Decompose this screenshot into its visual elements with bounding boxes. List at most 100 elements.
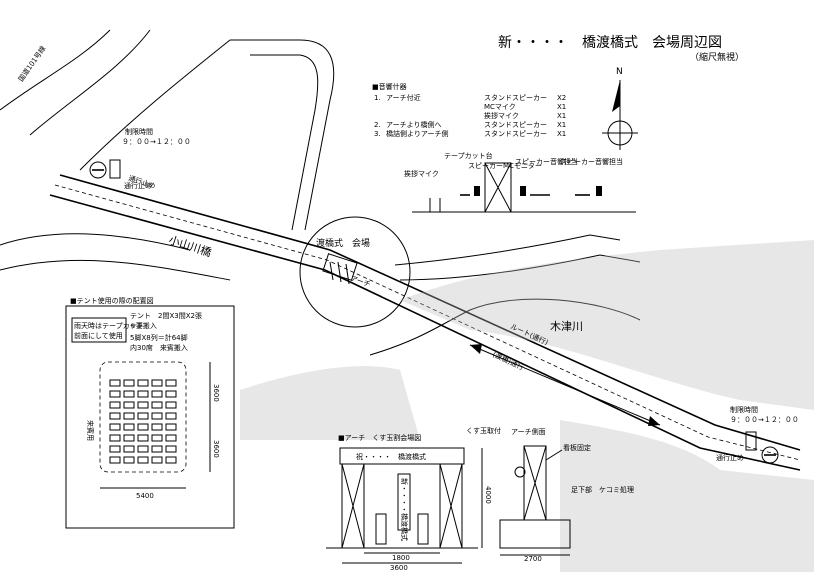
chair-icon <box>165 379 177 387</box>
no-entry-icon <box>761 446 779 464</box>
kanban-label: 看板固定 <box>563 443 591 452</box>
tent-spec-1: テント 2間X3間X2張 <box>130 312 202 320</box>
arch-dim-total: 3600 <box>390 564 408 572</box>
arch-dim-side: 2700 <box>524 555 542 563</box>
arch-banner: 祝・・・・ 橋渡橋式 <box>356 452 426 461</box>
equipment-qty: X2 <box>557 94 566 102</box>
arch-heading: ■アーチ くす玉割会場図 <box>338 433 421 442</box>
arch-side-heading: アーチ側面 <box>511 427 546 436</box>
venue-label: 渡橋式 会場 <box>316 237 370 249</box>
tent-note-1: 雨天時はテープカット <box>74 322 144 330</box>
equipment-qty: X1 <box>557 130 566 138</box>
equipment-item: スタンドスピーカー <box>484 93 547 102</box>
speaker-icon <box>474 186 480 196</box>
chair-icon <box>137 390 149 398</box>
equipment-item: 挨拶マイク <box>484 111 519 120</box>
chair-icon <box>137 434 149 442</box>
mini-label-mic: 挨拶マイク <box>404 169 439 178</box>
chair-icon <box>151 401 163 409</box>
mini-label-tape: テープカット台 <box>444 151 493 160</box>
chair-icon <box>137 401 149 409</box>
tent-layout: ■テント使用の際の配置図 テント 2間X3間X2張 ※要搬入 5脚X8列＝計64… <box>65 296 235 529</box>
chair-icon <box>137 423 149 431</box>
chair-icon <box>165 423 177 431</box>
chair-icon <box>165 401 177 409</box>
kusudama-label: くす玉取付 <box>466 426 501 435</box>
tent-area <box>99 361 187 473</box>
traffic-left: 制限時間 ９：００→１２：００ 通行止め <box>89 127 191 190</box>
chair-icon <box>165 412 177 420</box>
chair-icon <box>165 434 177 442</box>
foot-label: 足下部 ケコミ処理 <box>571 485 634 494</box>
chair-icon <box>109 445 121 453</box>
chair-icon <box>165 445 177 453</box>
north-arrow-icon: N <box>602 67 638 150</box>
equipment-name: アーチ付近 <box>386 93 421 102</box>
tent-note-2: 前面にして使用 <box>74 331 123 340</box>
traffic-right-time: ９：００→１２：００ <box>730 416 799 424</box>
chair-icon <box>137 412 149 420</box>
equipment-heading: ■音響什器 <box>372 82 407 91</box>
equipment-item: MCマイク <box>484 103 516 111</box>
tent-dim-right-top: 3600 <box>212 384 220 402</box>
speaker-icon <box>520 186 526 196</box>
equipment-item: スタンドスピーカー <box>484 129 547 138</box>
traffic-left-title: 制限時間 <box>125 127 153 136</box>
equipment-no: 3. <box>374 130 381 138</box>
chair-icon <box>123 434 135 442</box>
chair-icon <box>151 412 163 420</box>
chair-icon <box>123 401 135 409</box>
arch-dim-height: 4000 <box>484 486 492 504</box>
arch-mini-icon <box>484 162 512 213</box>
tent-heading: ■テント使用の際の配置図 <box>70 296 154 305</box>
tent-frame <box>65 305 235 529</box>
chair-icon <box>151 423 163 431</box>
guard-figure-icon <box>745 431 757 451</box>
chair-icon <box>151 434 163 442</box>
chair-icon <box>109 434 121 442</box>
mini-label-sound2: スピーカー音響担当 <box>560 157 623 166</box>
scroll-text: 新・・・・橋渡橋式 <box>400 478 409 541</box>
north-label: N <box>616 67 623 77</box>
river-area <box>240 240 814 572</box>
chair-icon <box>123 423 135 431</box>
equipment-no: 1. <box>374 94 381 102</box>
chair-icon <box>123 456 135 464</box>
kusudama-scroll <box>397 473 411 531</box>
chair-icon <box>123 412 135 420</box>
chair-icon <box>123 390 135 398</box>
road-lines <box>0 29 801 471</box>
tent-dim-right-bottom: 3600 <box>212 440 220 458</box>
mini-label-sound1: スピーカー音響担当 <box>515 157 578 166</box>
chair-icon <box>109 456 121 464</box>
sign-icon <box>514 466 526 478</box>
tent-dim-bottom: 5400 <box>136 492 154 500</box>
arch-dim-inner: 1800 <box>392 554 410 562</box>
tent-spec-3: 5脚X8列＝計64脚 <box>130 333 188 342</box>
arch-banner-box <box>339 447 465 465</box>
venue-arch-icon <box>322 253 358 285</box>
traffic-left-time: ９：００→１２：００ <box>122 138 191 146</box>
chair-icon <box>151 445 163 453</box>
chair-icon <box>165 390 177 398</box>
equipment-qty: X1 <box>557 112 566 120</box>
chair-icon <box>137 445 149 453</box>
chair-icon <box>165 456 177 464</box>
arch-front: ■アーチ くす玉割会場図 くす玉取付 祝・・・・ 橋渡橋式 新・・・・橋渡橋式 … <box>326 426 501 572</box>
traffic-right: 制限時間 ９：００→１２：００ 通行止め <box>716 405 799 464</box>
tent-spec-2: ※要搬入 <box>130 321 157 330</box>
chair-icon <box>109 401 121 409</box>
speaker-icon <box>596 186 602 196</box>
road-label: 国道101号線 <box>16 44 47 83</box>
equipment-name: アーチより橋側へ <box>386 120 441 129</box>
no-entry-icon <box>89 161 107 179</box>
chair-icon <box>151 390 163 398</box>
equipment-qty: X1 <box>557 103 566 111</box>
bridge-label: 小山川橋 <box>167 233 213 260</box>
chair-icon <box>137 456 149 464</box>
tent-spec-4: 内30席 来賓搬入 <box>130 343 188 352</box>
route-arrows <box>469 344 661 426</box>
